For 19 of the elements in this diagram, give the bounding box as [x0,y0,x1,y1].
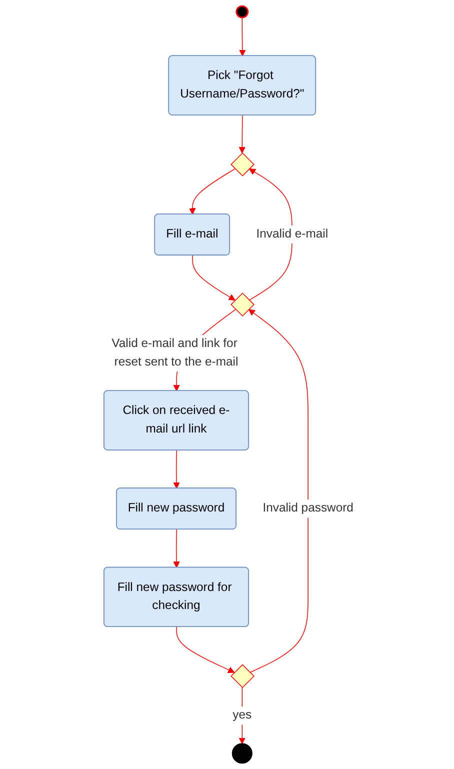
arrow [239,687,246,744]
arrow [173,450,180,489]
edge-label: Valid e-mail and link for reset sent to the e-mail [112,337,238,369]
node-diamond [230,292,255,316]
edge-label: Invalid e-mail [256,228,328,241]
arrow [239,114,246,154]
arrow [239,17,246,56]
arrow [249,168,293,301]
arrow [176,626,235,673]
node-diamond [230,152,255,176]
arrow [189,168,236,215]
edge-label: Invalid password [262,502,354,515]
node-circle [236,5,249,18]
edge-label: yes [232,708,252,722]
node-circle [232,743,253,764]
node-diamond [230,664,255,688]
arrow [173,529,180,568]
arrow [248,309,309,673]
arrow [192,255,236,301]
